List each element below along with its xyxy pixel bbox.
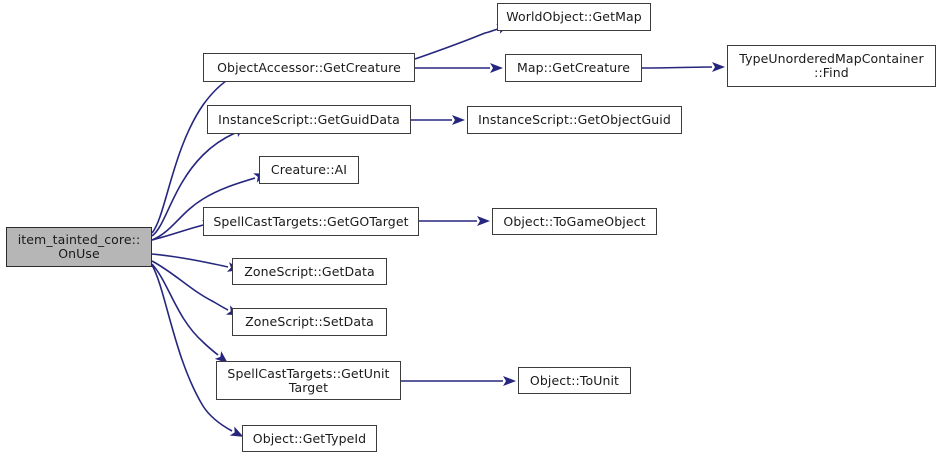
graph-node-label: Object::ToUnit: [529, 372, 620, 388]
edge-map_get_creature-to-type_unordered_map_container_find: [641, 66, 713, 69]
graph-node-label: ZoneScript::GetData: [244, 263, 375, 279]
graph-node-root[interactable]: item_tainted_core:: OnUse: [6, 227, 152, 267]
arrowhead-object_to_game_object: [477, 216, 490, 226]
graph-node-label: Map::GetCreature: [516, 60, 630, 75]
graph-node-label: item_tainted_core:: OnUse: [17, 232, 141, 261]
graph-node-label: Object::ToGameObject: [503, 213, 646, 229]
edge-root-to-zonescript_set_data: [151, 260, 229, 311]
graph-node-object_to_unit[interactable]: Object::ToUnit: [518, 367, 631, 394]
graph-node-object_accessor_get_creature[interactable]: ObjectAccessor::GetCreature: [203, 53, 415, 82]
edge-root-to-spellcasttargets_get_unit_target: [151, 263, 219, 356]
graph-node-label: TypeUnorderedMapContainer ::Find: [739, 51, 924, 80]
graph-node-label: ObjectAccessor::GetCreature: [217, 59, 401, 75]
graph-node-object_to_game_object[interactable]: Object::ToGameObject: [492, 208, 657, 235]
graph-node-label: InstanceScript::GetObjectGuid: [478, 112, 671, 127]
arrowhead-object_to_unit: [503, 376, 516, 386]
edge-root-to-spellcasttargets_get_go_target: [151, 224, 204, 241]
edge-root-to-object_get_type_id: [151, 264, 233, 432]
graph-node-type_unordered_map_container_find[interactable]: TypeUnorderedMapContainer ::Find: [727, 45, 936, 87]
graph-node-map_get_creature[interactable]: Map::GetCreature: [505, 54, 642, 82]
graph-node-object_get_type_id[interactable]: Object::GetTypeId: [242, 425, 377, 452]
edge-object_accessor_get_creature-to-worldobject_get_map: [414, 28, 499, 60]
graph-node-label: InstanceScript::GetGuidData: [218, 111, 400, 127]
graph-node-spellcasttargets_get_go_target[interactable]: SpellCastTargets::GetGOTarget: [203, 207, 419, 236]
graph-node-label: WorldObject::GetMap: [506, 9, 642, 24]
graph-node-worldobject_get_map[interactable]: WorldObject::GetMap: [497, 3, 651, 31]
arrowhead-map_get_creature: [490, 63, 503, 73]
graph-node-zonescript_get_data[interactable]: ZoneScript::GetData: [232, 258, 387, 285]
arrowhead-instance_script_get_object_guid: [452, 115, 465, 125]
graph-node-label: Object::GetTypeId: [252, 430, 367, 446]
graph-node-label: SpellCastTargets::GetGOTarget: [213, 213, 409, 229]
graph-node-instance_script_get_object_guid[interactable]: InstanceScript::GetObjectGuid: [467, 106, 682, 134]
graph-node-label: ZoneScript::SetData: [245, 314, 374, 329]
edge-root-to-zonescript_get_data: [151, 253, 229, 268]
graph-node-label: Creature::AI: [270, 162, 348, 177]
graph-node-zonescript_set_data[interactable]: ZoneScript::SetData: [232, 308, 387, 336]
graph-node-label: SpellCastTargets::GetUnit Target: [227, 365, 390, 395]
graph-node-creature_ai[interactable]: Creature::AI: [259, 156, 359, 184]
graph-node-instance_script_get_guid_data[interactable]: InstanceScript::GetGuidData: [207, 105, 411, 134]
graph-node-spellcasttargets_get_unit_target[interactable]: SpellCastTargets::GetUnit Target: [216, 361, 401, 400]
arrowhead-type_unordered_map_container_find: [712, 62, 725, 72]
